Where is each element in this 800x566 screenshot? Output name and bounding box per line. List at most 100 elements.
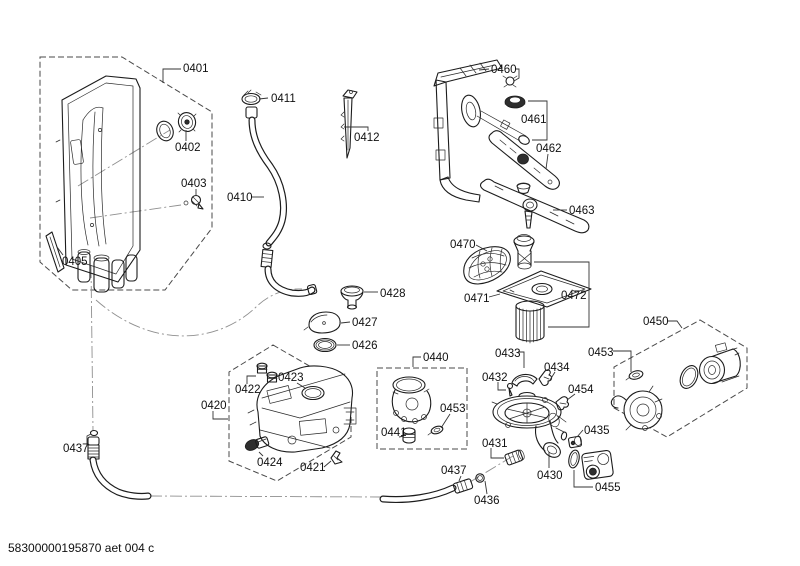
box-0401 — [39, 56, 213, 291]
part-label-0453: 0453 — [588, 347, 614, 359]
part-0437-hose-drawing — [87, 429, 474, 503]
part-0421-clip-drawing — [330, 450, 343, 465]
part-label-0440: 0440 — [423, 352, 449, 364]
leader-line-0434-27 — [549, 371, 556, 381]
part-0431-fitting-drawing — [504, 449, 525, 466]
leader-line-0412-6 — [344, 126, 369, 131]
leader-line-0431-30 — [490, 448, 504, 459]
callouts: 0401040204030405041004110412046004610462… — [62, 63, 669, 507]
leader-line-0421-21 — [323, 460, 332, 468]
part-label-0460: 0460 — [491, 64, 517, 76]
document-code: 58300000195870 aet 004 c — [8, 541, 154, 555]
part-label-0428: 0428 — [380, 288, 406, 300]
leader-line-0424-20 — [258, 451, 264, 457]
part-label-0455: 0455 — [595, 482, 621, 494]
leader-line-0470-11 — [475, 244, 488, 252]
part-label-0401: 0401 — [183, 63, 209, 75]
part-0454-clip-drawing — [555, 396, 569, 411]
part-label-0411: 0411 — [271, 93, 296, 105]
part-0460-frame-drawing — [433, 59, 503, 203]
part-label-0470: 0470 — [450, 239, 476, 251]
leader-line-0432-26 — [497, 382, 506, 391]
leader-line-0455-37 — [573, 470, 593, 488]
leader-line-0423-19 — [296, 382, 306, 389]
part-label-0402: 0402 — [175, 142, 201, 154]
spray-arm-pivot-cap — [516, 182, 531, 194]
leader-line-0433-25 — [518, 351, 525, 368]
part-label-0441: 0441 — [381, 427, 407, 439]
part-label-0423: 0423 — [278, 372, 304, 384]
part-0433-clip-drawing — [511, 373, 538, 387]
part-0432-screw-drawing — [506, 382, 514, 397]
part-label-0435: 0435 — [584, 425, 610, 437]
leader-lines — [56, 68, 683, 495]
part-0422-small-parts-drawing — [256, 362, 278, 383]
leader-line-0460-7 — [513, 68, 520, 82]
leader-line-0471-12 — [488, 293, 501, 298]
part-label-0462: 0462 — [536, 143, 562, 155]
part-label-0431: 0431 — [482, 438, 508, 450]
part-label-0432: 0432 — [482, 372, 508, 384]
part-label-0421: 0421 — [300, 462, 326, 474]
leader-line-0461-8 — [528, 100, 548, 141]
part-0455-pump-drawing — [568, 449, 614, 480]
part-0410-hose-drawing — [241, 89, 318, 297]
part-0461-cap-drawing — [476, 75, 530, 145]
part-label-0436: 0436 — [474, 495, 500, 507]
leader-line-0440-22 — [412, 356, 421, 367]
part-label-0420: 0420 — [201, 400, 227, 412]
part-0470-mesh-filter-drawing — [463, 246, 511, 285]
part-0424-nozzle-drawing — [244, 436, 270, 451]
leader-line-0405-3 — [56, 246, 64, 256]
part-label-0472: 0472 — [561, 290, 587, 302]
leader-line-0422-18 — [246, 375, 256, 384]
leader-line-0472-13 — [534, 261, 590, 328]
leader-line-0436-32 — [484, 480, 488, 495]
part-0472-cylinder-drawing — [515, 300, 545, 344]
part-0436-oring-drawing — [475, 473, 485, 483]
part-0428-funnel-drawing — [340, 285, 364, 310]
part-0420-tank-drawing — [247, 365, 357, 453]
part-label-0461: 0461 — [521, 114, 547, 126]
part-label-0437: 0437 — [441, 465, 467, 477]
leader-line-0453-24 — [440, 413, 451, 429]
part-label-0463: 0463 — [569, 205, 595, 217]
leader-line-0441-23 — [398, 435, 405, 438]
part-label-0410: 0410 — [227, 192, 253, 204]
leader-line-0420-17 — [212, 411, 228, 420]
leader-line-0427-15 — [340, 321, 351, 324]
part-0463-spray-arm-drawing — [479, 178, 590, 234]
part-label-0454: 0454 — [568, 384, 594, 396]
part-0471-filter-plate-drawing — [496, 270, 592, 308]
part-label-0450: 0450 — [643, 316, 669, 328]
box-0450 — [613, 319, 748, 438]
part-0405-strip-drawing — [45, 231, 65, 273]
part-label-0405: 0405 — [62, 256, 88, 268]
leader-line-0435-29 — [576, 429, 584, 438]
part-label-0412: 0412 — [354, 132, 380, 144]
part-label-0471: 0471 — [464, 293, 490, 305]
box-0440 — [376, 367, 468, 450]
leader-line-0460-7 — [478, 68, 490, 71]
leader-line-0454-28 — [566, 393, 576, 401]
part-0401-side-panel-drawing — [55, 75, 141, 293]
part-0402-seal-rings-drawing — [156, 112, 197, 142]
part-label-0424: 0424 — [257, 457, 283, 469]
part-0411-clamp — [241, 89, 262, 106]
part-0462-spray-arm-drawing — [488, 130, 561, 190]
part-label-0430: 0430 — [537, 470, 563, 482]
part-label-0434: 0434 — [544, 362, 570, 374]
part-label-0427: 0427 — [352, 317, 378, 329]
part-0472-funnel-drawing — [513, 234, 535, 270]
part-0435-drawing — [560, 431, 583, 449]
leader-line-0450-35 — [668, 320, 683, 329]
part-label-0426: 0426 — [352, 340, 378, 352]
leader-line-0462-9 — [545, 153, 549, 170]
leader-line-0411-5 — [258, 97, 269, 100]
part-0450-pump-motor-drawing — [610, 342, 741, 431]
part-label-0453: 0453 — [440, 403, 466, 415]
leader-line-0437-34 — [86, 433, 92, 445]
part-label-0433: 0433 — [495, 348, 521, 360]
